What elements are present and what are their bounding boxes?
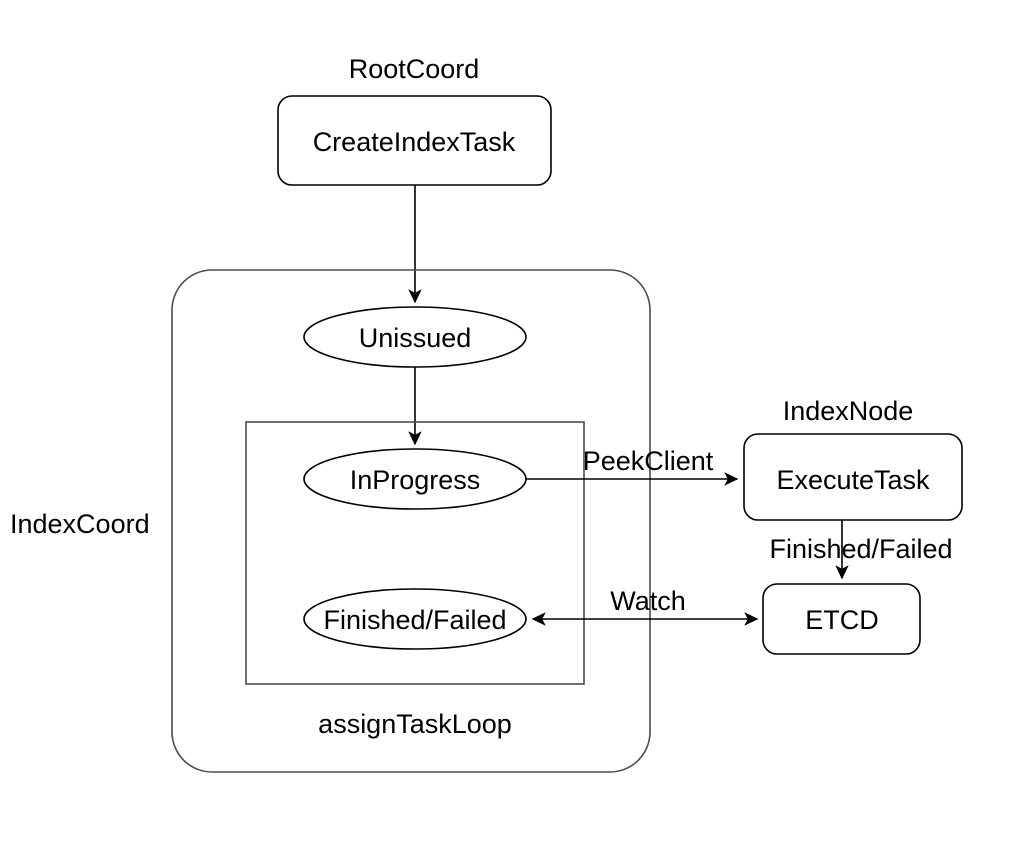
group-label-rootcoord: RootCoord xyxy=(349,54,480,84)
node-label-execute-task: ExecuteTask xyxy=(776,465,930,495)
group-container-assigntaskloop xyxy=(245,421,585,685)
node-label-in-progress: InProgress xyxy=(350,465,481,495)
node-label-create-index-task: CreateIndexTask xyxy=(313,127,516,157)
node-finished-failed[interactable] xyxy=(303,588,527,650)
node-execute-task[interactable] xyxy=(743,433,963,521)
edge-label-peekclient: PeekClient xyxy=(583,446,714,476)
edge-label-watch: Watch xyxy=(610,586,686,616)
group-container-indexcoord xyxy=(171,269,651,773)
group-label-assigntaskloop: assignTaskLoop xyxy=(318,709,512,739)
group-label-indexnode: IndexNode xyxy=(783,396,914,426)
node-label-etcd: ETCD xyxy=(805,605,879,635)
group-label-indexcoord: IndexCoord xyxy=(10,509,150,539)
node-label-finished-failed: Finished/Failed xyxy=(323,605,506,635)
node-etcd[interactable] xyxy=(762,583,921,655)
node-label-unissued: Unissued xyxy=(359,323,472,353)
edge-label-finished-failed: Finished/Failed xyxy=(769,534,952,564)
